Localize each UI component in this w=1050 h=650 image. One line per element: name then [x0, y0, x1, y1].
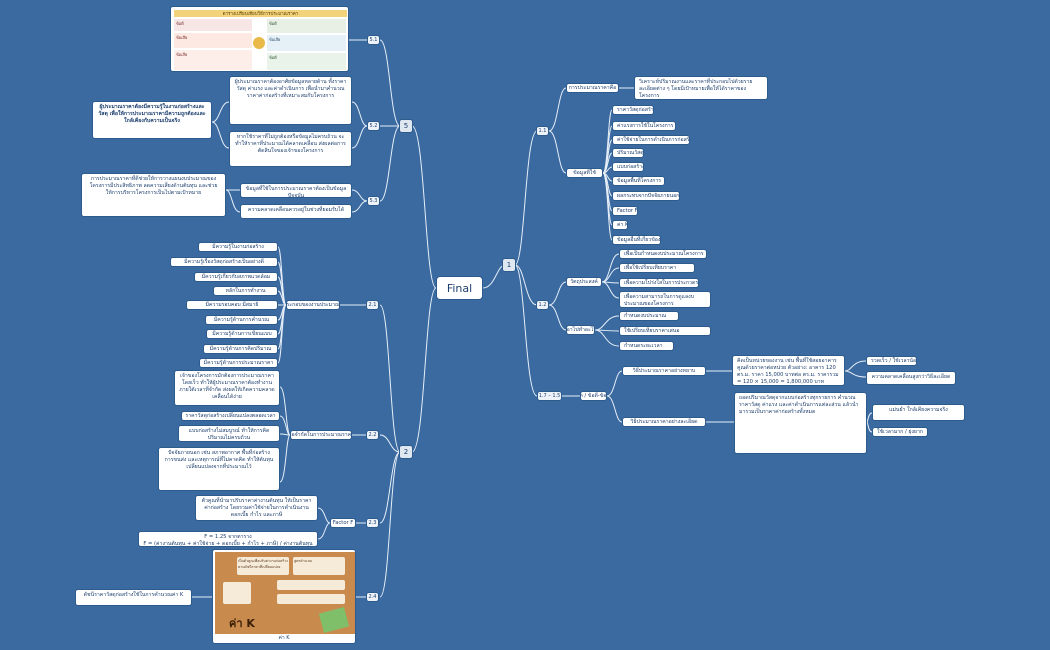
section-5-2-text-1: ผู้ประมาณราคาต้องอาศัยข้อมูลหลายด้าน ทั้…	[229, 76, 352, 125]
comparison-table-image: ตารางเปรียบเทียบวิธีการประมาณราคา ข้อดี …	[170, 6, 349, 72]
image-pros-card: ข้อดี	[174, 19, 252, 31]
root-topic[interactable]: Final	[436, 276, 483, 300]
sub-2-4[interactable]: 2.4	[366, 592, 379, 602]
limitation-text-3: แบบก่อสร้างไม่สมบูรณ์ ทำให้การคิดปริมาณไ…	[178, 425, 280, 442]
data-item[interactable]: ข้อมูลพื้นที่โครงการ	[612, 176, 665, 186]
section-5-2-left-text: ผู้ประมาณราคาต้องมีความรู้ในงานก่อสร้างแ…	[92, 101, 212, 139]
k-formula-box: สูตรคำนวณ	[293, 557, 345, 575]
estimation-definition-label[interactable]: การประมาณราคาคือ	[566, 83, 619, 93]
branch-5[interactable]: 5	[399, 119, 413, 133]
sub-5-3[interactable]: 5.3	[367, 196, 380, 206]
k-image-background: เป็นตัวคูณเพื่อปรับค่างานก่อสร้างตามดัชน…	[215, 552, 355, 634]
k-step-box	[277, 594, 345, 604]
usage-item[interactable]: กำหนดงบประมาณ	[619, 311, 679, 321]
sub-1-1[interactable]: 1.1	[536, 126, 549, 136]
k-left-box	[223, 582, 251, 604]
sub-1-2[interactable]: 1.2	[536, 300, 549, 310]
data-item[interactable]: Factor F	[612, 206, 638, 216]
component-item[interactable]: มีความรู้ด้านการประมาณราคา	[199, 358, 278, 368]
image-pros-card: ข้อดี	[267, 53, 346, 70]
section-5-3-text-2: ความคลาดเคลื่อนควรอยู่ในช่วงที่ยอมรับได้	[240, 204, 352, 219]
branch-2[interactable]: 2	[399, 445, 413, 459]
data-item[interactable]: ผลกระทบจากปัจจัยภายนอก	[612, 191, 680, 201]
data-item[interactable]: ค่าแรงการใช้ในโครงการ	[612, 121, 676, 131]
k-step-box	[277, 580, 345, 590]
data-item[interactable]: ค่าใช้จ่ายในการดำเนินการก่อสร้างต่างๆ	[612, 135, 690, 145]
branch-1[interactable]: 1	[502, 258, 516, 272]
purpose-item[interactable]: เพื่อเป็นกำหนดงบประมาณโครงการ	[619, 249, 707, 259]
rough-method-text: คิดเป็นหน่วยของงาน เช่น พื้นที่ใช้สอยอาค…	[732, 355, 845, 386]
detailed-method-label[interactable]: วิธีประมาณราคาอย่างละเอียด	[622, 417, 706, 427]
detailed-method-text: ถอดปริมาณวัสดุจากแบบก่อสร้างทุกรายการ คำ…	[734, 392, 867, 454]
component-item[interactable]: มีความรู้ด้านการคิดปริมาณ	[203, 344, 278, 354]
purpose-item[interactable]: เพื่อความโปร่งใสในการประกวดราคา	[619, 278, 699, 288]
image-cons-card: ข้อเสีย	[267, 35, 346, 51]
purpose-item[interactable]: เพื่อความสามารถในการดูแลงบประมาณของโครงก…	[619, 291, 711, 308]
sub-5-1[interactable]: 5.1	[367, 35, 380, 45]
k-caption: ค่า K	[278, 635, 290, 641]
component-item[interactable]: มีความรู้ในงานก่อสร้าง	[198, 242, 278, 252]
rough-method-label[interactable]: วิธีประมาณราคาอย่างหยาบ	[622, 366, 706, 376]
money-icon	[318, 606, 350, 634]
factor-f-text: ตัวคูณที่นำมาปรับราคาค่างานต้นทุน ให้เป็…	[195, 495, 318, 521]
image-cons-card: ข้อเสีย	[174, 33, 252, 48]
k-title: ค่า K	[229, 617, 255, 630]
component-item[interactable]: มีความรู้เกี่ยวกับสภาพแวดล้อม	[194, 272, 278, 282]
component-item[interactable]: มีความรู้ด้านการคำนวณ	[205, 315, 278, 325]
data-item[interactable]: ค่า K	[612, 220, 628, 230]
component-item[interactable]: หลักในการทำงาน	[213, 286, 278, 296]
usage-label[interactable]: เอาไปทำอะไร	[566, 325, 595, 335]
detailed-method-cons[interactable]: ใช้เวลามาก / ยุ่งยาก	[872, 427, 928, 437]
component-item[interactable]: มีความรู้เรื่องวัสดุก่อสร้างเป็นอย่างดี	[170, 257, 278, 267]
purpose-item[interactable]: เพื่อใช้เปรียบเทียบราคา	[619, 263, 695, 273]
rough-method-cons[interactable]: ความคลาดเคลื่อนสูงกว่าวิธีละเอียด	[866, 371, 956, 385]
limitation-text-4: ปัจจัยภายนอก เช่น สภาพอากาศ พื้นที่ก่อสร…	[158, 447, 280, 491]
image-title-bar: ตารางเปรียบเทียบวิธีการประมาณราคา	[174, 10, 347, 17]
data-item[interactable]: ราคาวัสดุก่อสร้าง	[612, 105, 654, 115]
data-item[interactable]: แบบก่อสร้าง	[612, 162, 644, 172]
image-cons-card: ข้อเสีย	[174, 50, 252, 70]
rough-method-pros[interactable]: รวดเร็ว / ใช้เวลาน้อย	[866, 356, 917, 366]
data-item[interactable]: ข้อมูลอื่นที่เกี่ยวข้อง	[612, 235, 661, 245]
coin-icon	[253, 37, 265, 49]
limitation-text-2: ราคาวัสดุก่อสร้างเปลี่ยนแปลงตลอดเวลา	[181, 411, 280, 421]
methods-label[interactable]: นิสิต / ข้อดี-ข้อเสีย	[580, 391, 607, 401]
factor-f-label[interactable]: Factor F	[330, 518, 356, 528]
component-item[interactable]: มีความรู้ด้านการเขียนแบบ	[206, 329, 278, 339]
components-label[interactable]: องค์ประกอบของงานประมาณราคา	[286, 300, 340, 310]
limitations-label[interactable]: ข้อจำกัดในการประมาณราคา	[290, 430, 352, 440]
k-note-box: เป็นตัวคูณเพื่อปรับค่างานก่อสร้างตามดัชน…	[237, 557, 289, 575]
usage-item[interactable]: กำหนดระยะเวลา	[619, 341, 674, 351]
limitation-text-1: เจ้าของโครงการมักต้องการประมาณราคาโดยเร็…	[174, 370, 280, 406]
purpose-label[interactable]: วัตถุประสงค์	[566, 277, 602, 287]
sub-5-2[interactable]: 5.2	[367, 121, 380, 131]
k-index-text: ดัชนีราคาวัสดุก่อสร้างใช้ในการคำนวณค่า K	[75, 589, 192, 606]
component-item[interactable]: มีความรอบคอบ มีสมาธิ	[186, 300, 278, 310]
sub-2-1[interactable]: 2.1	[366, 300, 379, 310]
section-5-3-text-1: ข้อมูลที่ใช้ในการประมาณราคาต้องเป็นข้อมู…	[240, 183, 352, 198]
data-used-label[interactable]: ข้อมูลที่ใช้	[566, 168, 603, 178]
data-item[interactable]: ปริมาณวัสดุ	[612, 148, 644, 158]
section-5-3-left-text: การประมาณราคาที่ดีช่วยให้การวางแผนงบประม…	[81, 173, 226, 217]
sub-1-7-1-5[interactable]: 1.7 – 1.5	[537, 391, 562, 401]
sub-2-3[interactable]: 2.3	[366, 518, 379, 528]
usage-item[interactable]: ใช้เปรียบเทียบราคาเสนอ	[619, 326, 711, 336]
detailed-method-pros[interactable]: แม่นยำ ใกล้เคียงความจริง	[872, 404, 965, 421]
section-5-2-text-2: หากใช้ราคาที่ไม่ถูกต้องหรือข้อมูลไม่ครบถ…	[229, 131, 352, 167]
factor-f-formula: F = 1.25 จากตาราง F = (ค่างานต้นทุน + ค่…	[138, 531, 318, 547]
k-value-image: เป็นตัวคูณเพื่อปรับค่างานก่อสร้างตามดัชน…	[212, 549, 356, 644]
image-pros-card: ข้อดี	[267, 19, 346, 33]
sub-2-2[interactable]: 2.2	[366, 430, 379, 440]
estimation-definition-text: วิเคราะห์ปริมาณงานและราคาที่ประกอบไปด้วย…	[634, 76, 768, 100]
